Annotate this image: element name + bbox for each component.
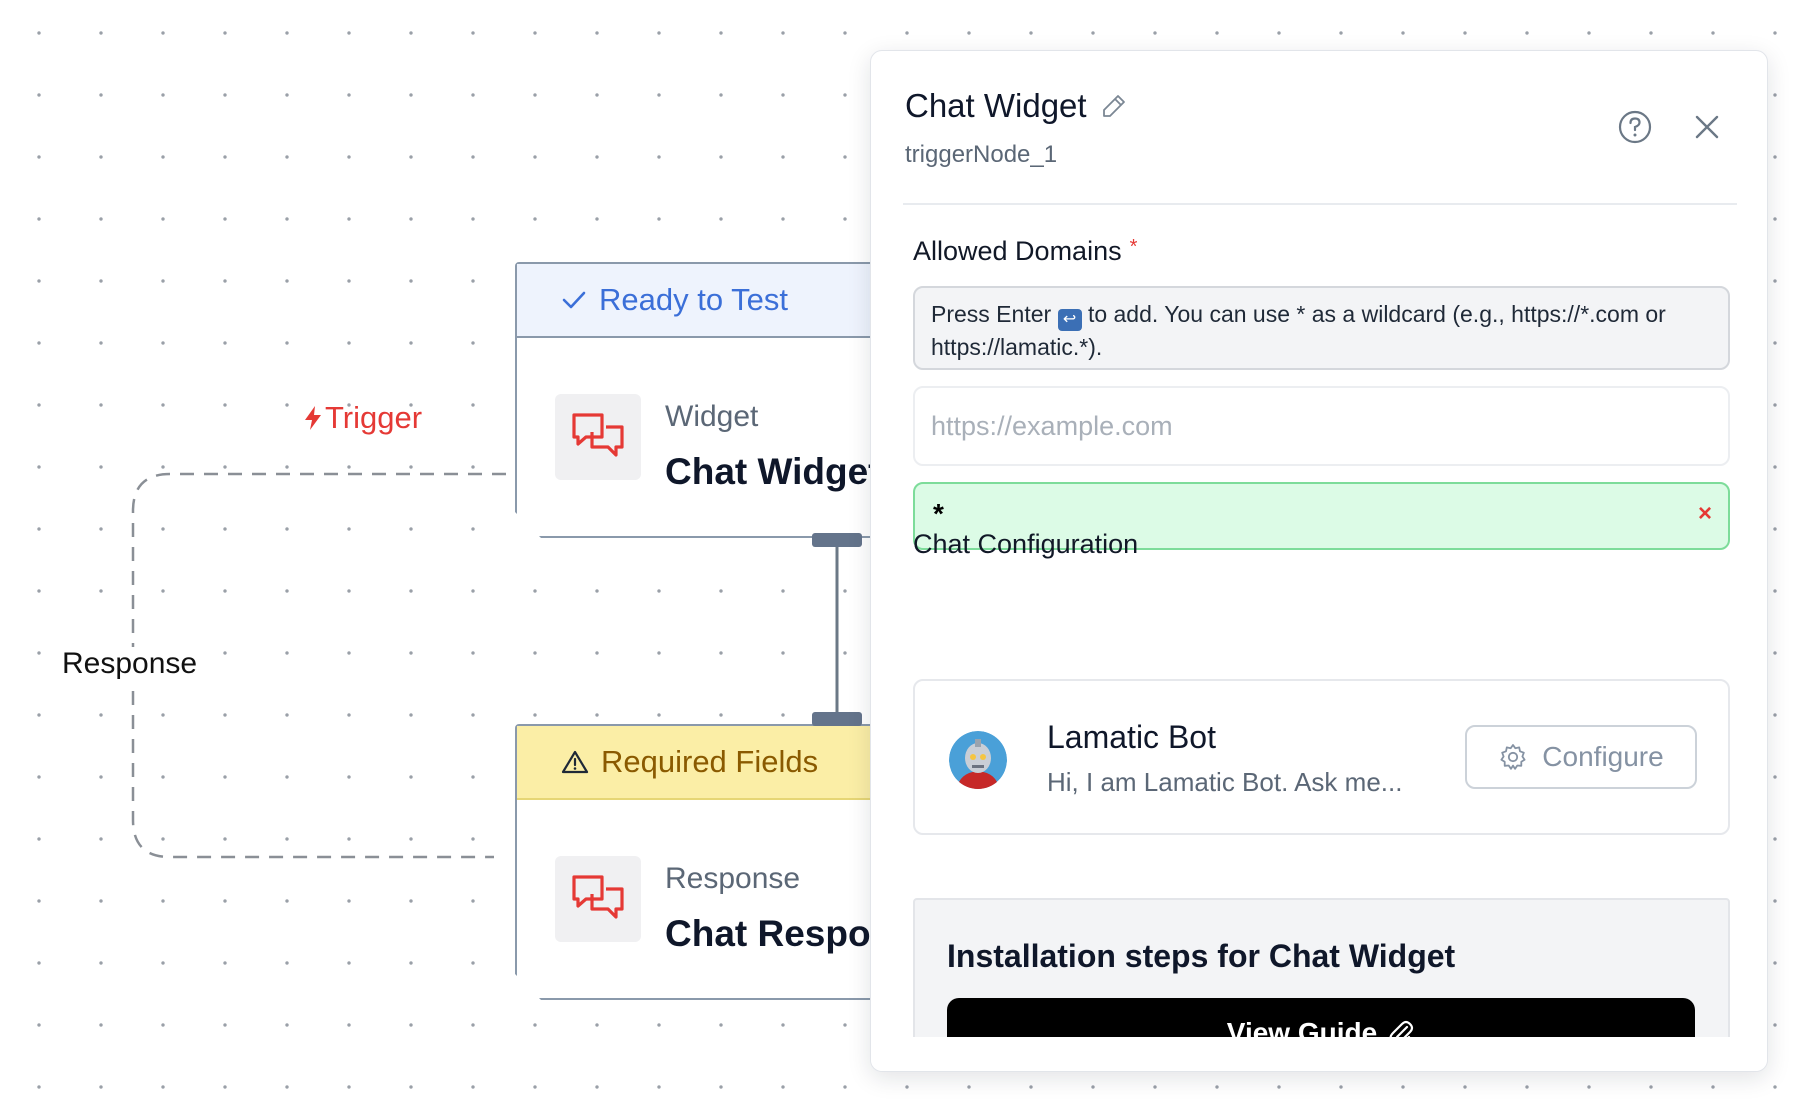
node-name: Chat Widget — [665, 451, 881, 492]
gear-icon — [1500, 744, 1526, 770]
response-edge-label: Response — [60, 647, 200, 681]
domain-entry-value: * — [933, 498, 944, 529]
configure-button-label: Configure — [1542, 741, 1664, 772]
hint-text-after: to add. You can use * as a wildcard (e.g… — [931, 301, 1666, 360]
allowed-domains-hint: Press Enter ↩ to add. You can use * as a… — [913, 286, 1730, 370]
configure-button[interactable]: Configure — [1465, 725, 1697, 789]
warning-triangle-icon — [561, 749, 589, 775]
node-status-bar: Ready to Test — [517, 264, 933, 338]
chat-bubbles-icon — [570, 873, 626, 925]
check-icon — [561, 289, 587, 311]
panel-node-id: triggerNode_1 — [905, 141, 1058, 168]
allowed-domains-label: Allowed Domains * — [913, 236, 1137, 267]
panel-title: Chat Widget — [905, 87, 1127, 125]
panel-footer-spacer — [871, 1037, 1767, 1071]
pencil-icon[interactable] — [1101, 93, 1127, 119]
node-status-text: Required Fields — [601, 744, 819, 779]
chat-response-node[interactable]: Required Fields Response Chat Response — [515, 724, 935, 1000]
node-output-handle[interactable] — [812, 533, 862, 547]
lightning-icon — [305, 406, 321, 430]
domain-input[interactable] — [913, 386, 1730, 466]
chat-widget-node[interactable]: Ready to Test Widget Chat Widget — [515, 262, 935, 538]
bot-greeting: Hi, I am Lamatic Bot. Ask me... — [1047, 767, 1403, 797]
robot-avatar-icon — [949, 731, 1007, 789]
help-button[interactable] — [1615, 107, 1655, 147]
chat-bubbles-icon — [570, 411, 626, 463]
node-status-bar: Required Fields — [517, 726, 933, 800]
hint-text-before: Press Enter — [931, 301, 1052, 327]
trigger-label-text: Trigger — [325, 400, 423, 435]
help-circle-icon — [1618, 110, 1652, 144]
node-settings-panel: Chat Widget triggerNode_1 Allowed Domain… — [870, 50, 1768, 1072]
node-type: Response — [665, 862, 801, 895]
bot-avatar — [949, 731, 1007, 789]
close-button[interactable] — [1687, 107, 1727, 147]
node-input-handle[interactable] — [812, 712, 862, 726]
bot-name: Lamatic Bot — [1047, 719, 1216, 755]
trigger-edge-label: Trigger — [303, 400, 422, 436]
panel-title-text: Chat Widget — [905, 87, 1087, 124]
node-icon — [555, 394, 641, 480]
bot-card: Lamatic Bot Hi, I am Lamatic Bot. Ask me… — [913, 679, 1730, 835]
node-status-text: Ready to Test — [599, 282, 788, 317]
installation-title: Installation steps for Chat Widget — [947, 938, 1456, 974]
enter-key-icon: ↩ — [1057, 309, 1082, 331]
domain-entry: * × — [913, 482, 1730, 550]
response-edge — [131, 472, 506, 859]
node-type: Widget — [665, 400, 759, 433]
required-marker: * — [1129, 236, 1138, 258]
close-icon — [1695, 115, 1719, 139]
allowed-domains-label-text: Allowed Domains — [913, 236, 1122, 266]
node-icon — [555, 856, 641, 942]
panel-divider — [903, 203, 1737, 205]
remove-domain-button[interactable]: × — [1697, 500, 1712, 527]
chat-config-label: Chat Configuration — [913, 529, 1139, 559]
